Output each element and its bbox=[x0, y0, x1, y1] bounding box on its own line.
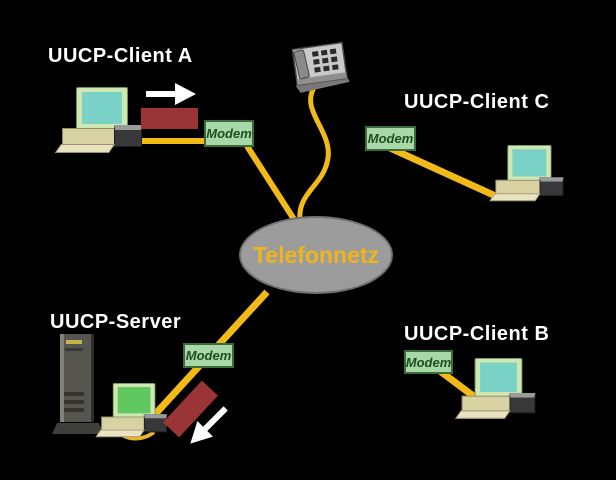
tower-drive-slot bbox=[65, 348, 83, 351]
wire-modemc-pc bbox=[388, 144, 502, 202]
client-b-computer bbox=[455, 358, 539, 424]
modem-client-b: Modem bbox=[404, 350, 453, 374]
modem-client-c: Modem bbox=[365, 126, 416, 151]
monitor-screen bbox=[512, 149, 547, 177]
client-c-computer bbox=[489, 145, 567, 206]
wire-modema-network bbox=[244, 144, 300, 226]
label-uucp-client-a: UUCP-Client A bbox=[48, 45, 193, 67]
tower-vent-grid bbox=[64, 388, 84, 412]
printer bbox=[114, 125, 142, 147]
label-uucp-client-c: UUCP-Client C bbox=[404, 91, 550, 113]
phone-handset bbox=[293, 49, 310, 80]
modem-label: Modem bbox=[405, 354, 452, 370]
monitor bbox=[112, 383, 156, 420]
phone-keypad bbox=[311, 48, 339, 73]
modem-label: Modem bbox=[185, 348, 232, 363]
printer bbox=[539, 177, 564, 196]
monitor-screen bbox=[82, 92, 122, 124]
computer-case bbox=[62, 128, 122, 145]
monitor-screen bbox=[117, 387, 151, 414]
modem-server: Modem bbox=[183, 343, 234, 368]
tower-base bbox=[52, 423, 104, 434]
modem-client-a: Modem bbox=[204, 120, 254, 147]
server-tower-icon bbox=[52, 334, 104, 434]
monitor bbox=[474, 358, 523, 399]
telephone-icon bbox=[291, 41, 350, 93]
keyboard bbox=[54, 144, 116, 153]
keyboard bbox=[489, 193, 541, 202]
modem-label: Modem bbox=[367, 131, 414, 146]
keyboard bbox=[455, 410, 511, 419]
printer bbox=[509, 392, 536, 414]
phone-body-edge bbox=[296, 72, 347, 86]
modem-label: Modem bbox=[206, 126, 252, 141]
arrow-down-left-icon bbox=[190, 406, 228, 444]
label-uucp-client-b: UUCP-Client B bbox=[404, 323, 550, 345]
arrow-right-icon bbox=[146, 83, 196, 105]
telephone-network-cloud: Telefonnetz bbox=[239, 216, 393, 294]
monitor-screen bbox=[480, 362, 517, 393]
keyboard bbox=[95, 429, 145, 438]
network-label: Telefonnetz bbox=[252, 241, 380, 268]
label-uucp-server: UUCP-Server bbox=[50, 311, 182, 333]
monitor bbox=[507, 145, 552, 183]
server-computer bbox=[95, 383, 170, 442]
client-a-computer bbox=[54, 87, 146, 159]
wire-phone-network bbox=[297, 84, 331, 222]
data-packet-outgoing bbox=[141, 108, 198, 129]
tower-led bbox=[66, 340, 82, 344]
